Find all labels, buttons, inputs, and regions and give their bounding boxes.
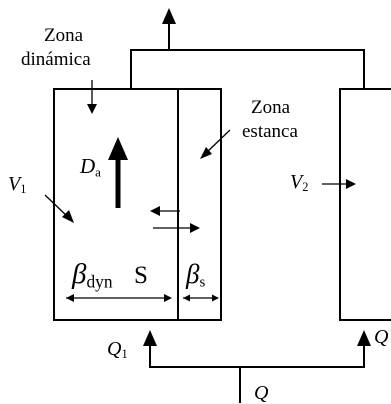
zona-estanca-label-line1: Zona bbox=[251, 97, 291, 118]
v1-label: V1 bbox=[8, 173, 27, 197]
zona-dinamica-label-line2: dinámica bbox=[21, 49, 91, 70]
beta-dyn-arrowhead-right bbox=[164, 294, 172, 302]
beta-s-symbol: βs bbox=[186, 259, 206, 291]
q2-label: Q bbox=[374, 326, 389, 348]
v1-pointer bbox=[44, 194, 69, 218]
beta-s-arrowhead-left bbox=[183, 294, 190, 302]
exchange-arrow-left-head bbox=[150, 206, 160, 216]
beta-dyn-symbol: βdyn bbox=[72, 258, 113, 292]
beta-s-arrowhead-right bbox=[212, 294, 219, 302]
zona-estanca-pointer bbox=[204, 129, 231, 155]
da-label: Da bbox=[80, 154, 101, 180]
zona-dinamica-label-line1: Zona bbox=[44, 25, 84, 46]
q1-label: Q1 bbox=[107, 338, 128, 362]
zona-dinamica-pointer-head bbox=[87, 104, 97, 114]
outlet-arrowhead bbox=[162, 8, 176, 24]
s-label: S bbox=[134, 262, 148, 289]
zona-estanca-label-line2: estanca bbox=[242, 121, 298, 142]
bottom-manifold bbox=[149, 345, 365, 368]
top-manifold bbox=[130, 49, 365, 89]
velocity-arrow-head bbox=[108, 137, 128, 160]
q-label: Q bbox=[254, 382, 269, 404]
v2-pointer-head bbox=[346, 179, 356, 189]
exchange-arrow-right-head bbox=[190, 223, 200, 233]
tank-v2 bbox=[339, 88, 391, 321]
q1-arrowhead bbox=[143, 330, 157, 346]
v1-pointer-head bbox=[62, 210, 74, 223]
q2-arrowhead bbox=[357, 330, 371, 346]
v2-label: V2 bbox=[290, 171, 309, 195]
beta-dyn-arrowhead-left bbox=[66, 294, 74, 302]
zona-estanca-pointer-head bbox=[200, 147, 212, 159]
